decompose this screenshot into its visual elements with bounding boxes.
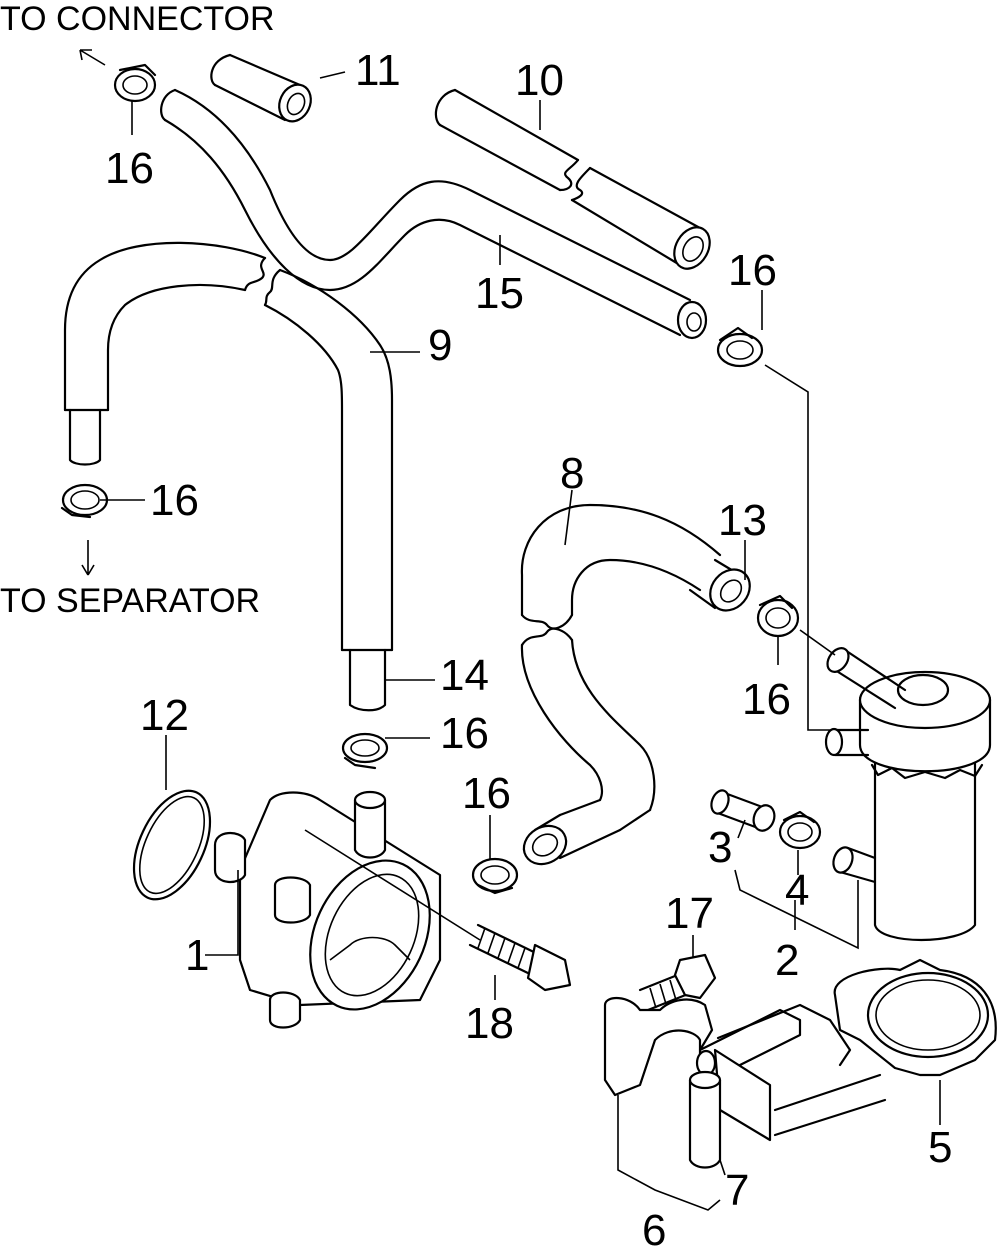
caption-to-separator: TO SEPARATOR	[0, 582, 260, 620]
caption-to-connector: TO CONNECTOR	[0, 0, 275, 38]
pipe-13	[688, 558, 751, 612]
clip-16-left	[60, 483, 109, 519]
hose-9	[63, 241, 394, 712]
callout-16-topright: 16	[728, 246, 777, 295]
leader-lines	[79, 49, 941, 1211]
callout-7: 7	[725, 1166, 749, 1215]
callout-16-topleft: 16	[105, 144, 154, 193]
callout-2: 2	[775, 936, 799, 985]
clamp-5	[833, 958, 997, 1077]
callout-17: 17	[665, 889, 714, 938]
callout-15: 15	[475, 269, 524, 318]
callout-16-mid: 16	[440, 709, 489, 758]
callout-16-right: 16	[742, 675, 791, 724]
pump-body-1	[213, 790, 481, 1029]
hose-11	[210, 53, 312, 123]
callout-8: 8	[560, 449, 584, 498]
callout-6: 6	[642, 1206, 666, 1248]
separator-2	[764, 364, 992, 942]
callout-10: 10	[515, 56, 564, 105]
hose-15	[160, 88, 708, 340]
callout-14: 14	[440, 651, 489, 700]
spacer-7	[688, 1070, 722, 1169]
callout-13: 13	[718, 496, 767, 545]
callout-3: 3	[708, 823, 732, 872]
callout-9: 9	[428, 321, 452, 370]
callout-16-lowmid: 16	[462, 769, 511, 818]
hose-8	[520, 503, 722, 866]
clip-16-topleft	[113, 63, 157, 103]
bolt-18	[468, 923, 572, 992]
callout-1: 1	[185, 931, 209, 980]
callout-4: 4	[785, 866, 809, 915]
callout-5: 5	[928, 1123, 952, 1172]
o-ring-12	[132, 789, 212, 901]
bolt-17	[638, 953, 717, 1012]
callout-16-left: 16	[150, 476, 199, 525]
callout-18: 18	[465, 999, 514, 1048]
clip-16-lowmid	[471, 857, 519, 895]
bracket-6	[603, 997, 887, 1142]
clip-16-mid	[341, 732, 389, 770]
clip-16-topright	[716, 326, 764, 368]
hose-10	[434, 88, 711, 270]
callout-12: 12	[140, 691, 189, 740]
clip-4	[778, 810, 822, 850]
clip-16-right	[756, 594, 800, 638]
fitting-3	[710, 789, 776, 832]
callout-11: 11	[355, 46, 401, 95]
